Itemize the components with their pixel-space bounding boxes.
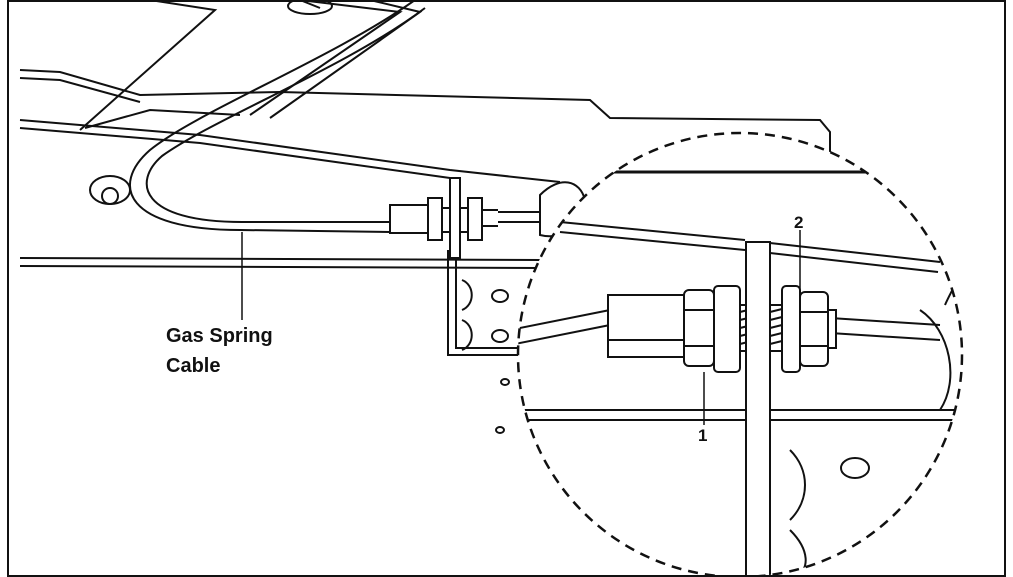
background-structure	[19, 0, 831, 269]
detail-circle	[516, 131, 964, 577]
leader-lines	[241, 230, 801, 425]
item-2-label: 2	[794, 213, 803, 232]
gas-spring-cable	[129, 0, 426, 233]
detail-view	[518, 133, 962, 577]
small-view-fitting	[389, 177, 587, 434]
gas-spring-cable-label-line1: Gas Spring	[166, 325, 273, 347]
border-frame	[7, 0, 1006, 577]
gas-spring-cable-label-line2: Cable	[166, 355, 220, 377]
item-1-label: 1	[698, 426, 707, 445]
